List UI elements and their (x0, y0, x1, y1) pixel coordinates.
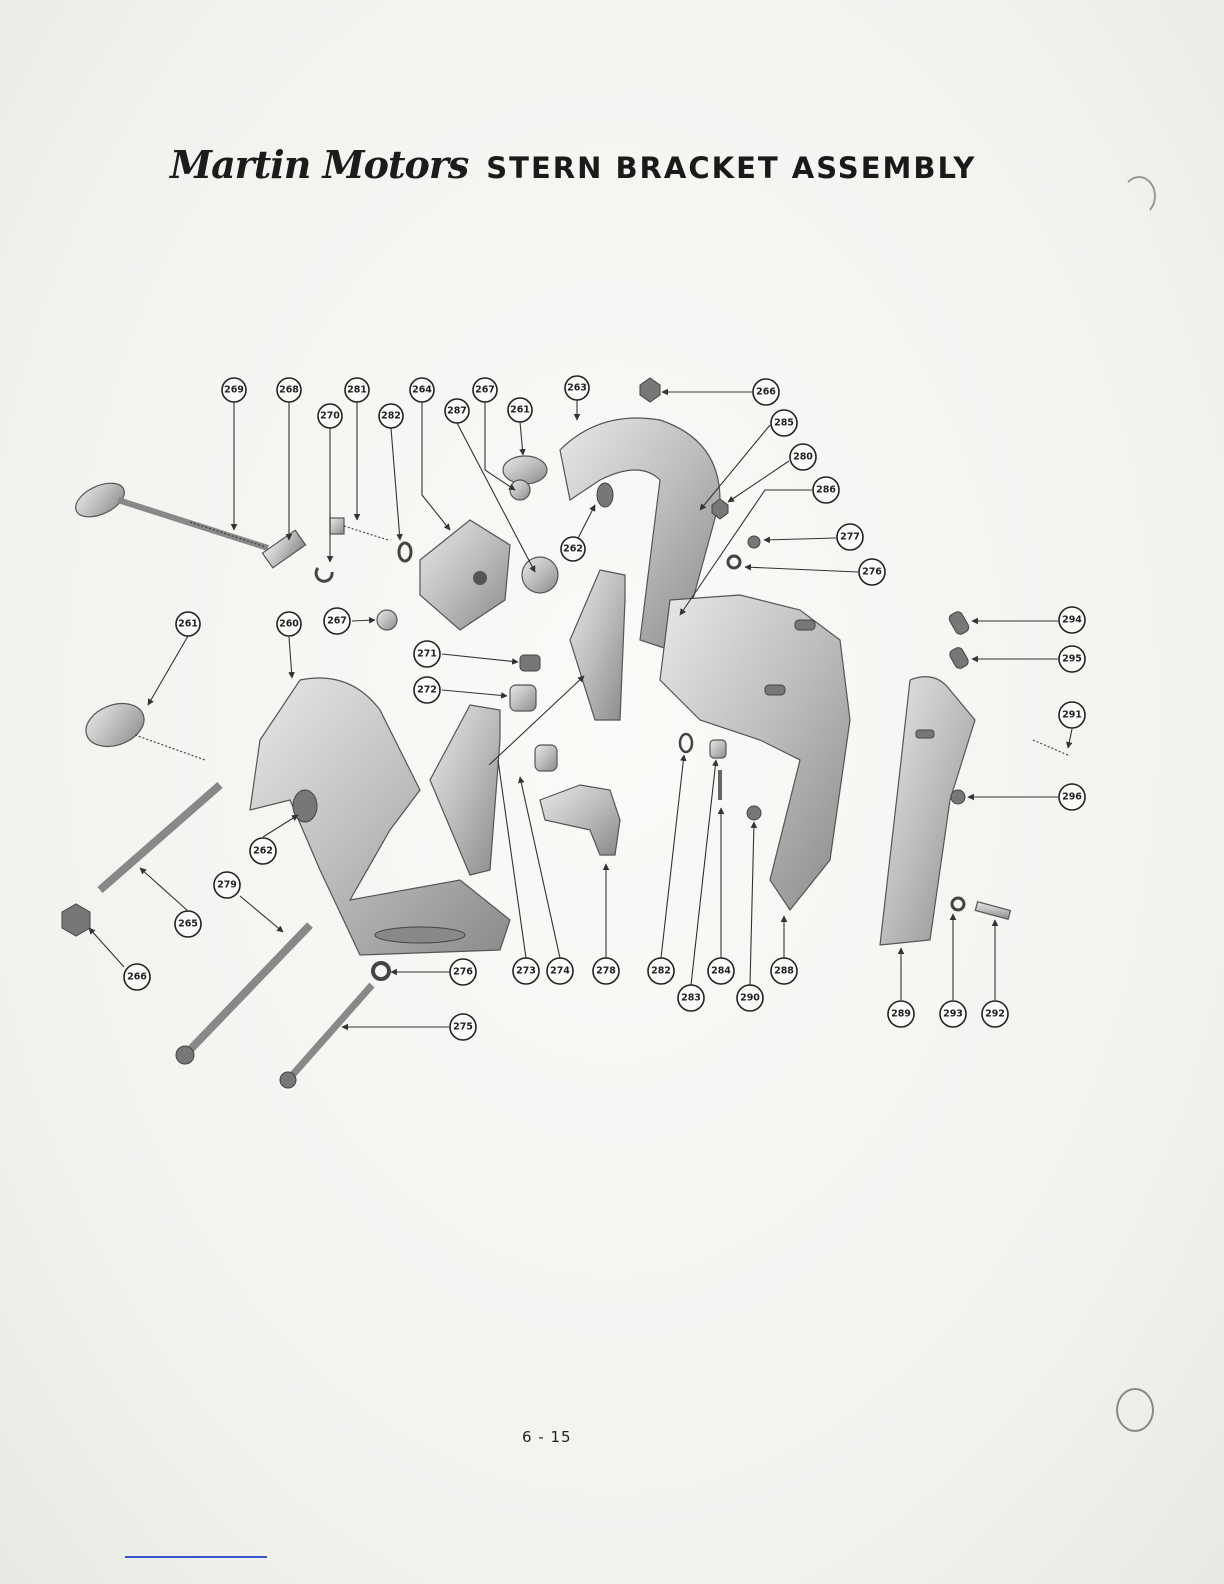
svg-text:281: 281 (347, 385, 367, 396)
callout-263: 263 (565, 376, 589, 400)
svg-text:269: 269 (224, 385, 244, 396)
bolt-part (330, 518, 388, 540)
callout-271: 271 (414, 641, 440, 667)
callout-289: 289 (888, 1001, 914, 1027)
callout-284: 284 (708, 958, 734, 984)
callout-275: 275 (450, 1014, 476, 1040)
punch-hole-mark-top (1122, 176, 1156, 216)
svg-text:282: 282 (651, 966, 671, 977)
callout-265: 265 (175, 911, 201, 937)
svg-text:276: 276 (453, 967, 473, 978)
callout-268: 268 (277, 378, 301, 402)
svg-text:294: 294 (1062, 615, 1082, 626)
callout-277: 277 (837, 524, 863, 550)
callout-260: 260 (277, 612, 301, 636)
svg-text:263: 263 (567, 383, 587, 394)
callout-262-lower: 262 (250, 838, 276, 864)
callout-264: 264 (410, 378, 434, 402)
callout-276-lower: 276 (450, 959, 476, 985)
callout-296: 296 (1059, 784, 1085, 810)
svg-text:264: 264 (412, 385, 432, 396)
svg-text:262: 262 (563, 544, 583, 555)
svg-text:293: 293 (943, 1009, 963, 1020)
callout-287: 287 (445, 399, 469, 423)
callout-266: 266 (753, 379, 779, 405)
svg-text:273: 273 (516, 966, 536, 977)
svg-text:290: 290 (740, 993, 760, 1004)
svg-text:285: 285 (774, 418, 794, 429)
callout-266-lower: 266 (124, 964, 150, 990)
svg-text:289: 289 (891, 1009, 911, 1020)
svg-text:283: 283 (681, 993, 701, 1004)
callout-295: 295 (1059, 646, 1085, 672)
svg-text:284: 284 (711, 966, 731, 977)
callout-288: 288 (771, 958, 797, 984)
callout-261: 261 (508, 398, 532, 422)
svg-text:280: 280 (793, 452, 813, 463)
svg-text:261: 261 (510, 405, 530, 416)
callout-282-lower: 282 (648, 958, 674, 984)
callout-281: 281 (345, 378, 369, 402)
svg-text:279: 279 (217, 880, 237, 891)
callout-267-lower: 267 (324, 608, 350, 634)
svg-text:262: 262 (253, 846, 273, 857)
punch-hole-mark-bottom (1116, 1388, 1154, 1432)
callout-291: 291 (1059, 702, 1085, 728)
page-number: 6 - 15 (522, 1428, 572, 1446)
callout-293: 293 (940, 1001, 966, 1027)
callout-273: 273 (513, 958, 539, 984)
svg-text:282: 282 (381, 411, 401, 422)
svg-text:260: 260 (279, 619, 299, 630)
callout-279: 279 (214, 872, 240, 898)
svg-text:270: 270 (320, 411, 340, 422)
svg-text:268: 268 (279, 385, 299, 396)
svg-text:287: 287 (447, 406, 467, 417)
clamp-screw-part (71, 476, 268, 548)
callout-269: 269 (222, 378, 246, 402)
callout-270: 270 (318, 404, 342, 428)
svg-text:278: 278 (596, 966, 616, 977)
footer-rule (125, 1556, 267, 1558)
svg-text:265: 265 (178, 919, 198, 930)
svg-text:277: 277 (840, 532, 860, 543)
svg-text:272: 272 (417, 685, 437, 696)
callout-285: 285 (771, 410, 797, 436)
svg-text:276: 276 (862, 567, 882, 578)
svg-text:275: 275 (453, 1022, 473, 1033)
svg-text:267: 267 (327, 616, 347, 627)
callout-286: 286 (813, 477, 839, 503)
callout-294: 294 (1059, 607, 1085, 633)
svg-text:291: 291 (1062, 710, 1082, 721)
callout-283: 283 (678, 985, 704, 1011)
svg-text:286: 286 (816, 485, 836, 496)
svg-text:292: 292 (985, 1009, 1005, 1020)
svg-text:267: 267 (475, 385, 495, 396)
callout-278: 278 (593, 958, 619, 984)
callout-274: 274 (547, 958, 573, 984)
svg-text:288: 288 (774, 966, 794, 977)
svg-text:274: 274 (550, 966, 570, 977)
callout-280: 280 (790, 444, 816, 470)
callout-290: 290 (737, 985, 763, 1011)
svg-text:296: 296 (1062, 792, 1082, 803)
svg-text:295: 295 (1062, 654, 1082, 665)
callout-267: 267 (473, 378, 497, 402)
callout-261-lower: 261 (176, 612, 200, 636)
svg-text:266: 266 (756, 387, 776, 398)
svg-text:271: 271 (417, 649, 437, 660)
callout-262-upper: 262 (561, 537, 585, 561)
svg-text:261: 261 (178, 619, 198, 630)
callout-276: 276 (859, 559, 885, 585)
callout-292: 292 (982, 1001, 1008, 1027)
callout-282: 282 (379, 404, 403, 428)
svg-text:266: 266 (127, 972, 147, 983)
callout-272: 272 (414, 677, 440, 703)
